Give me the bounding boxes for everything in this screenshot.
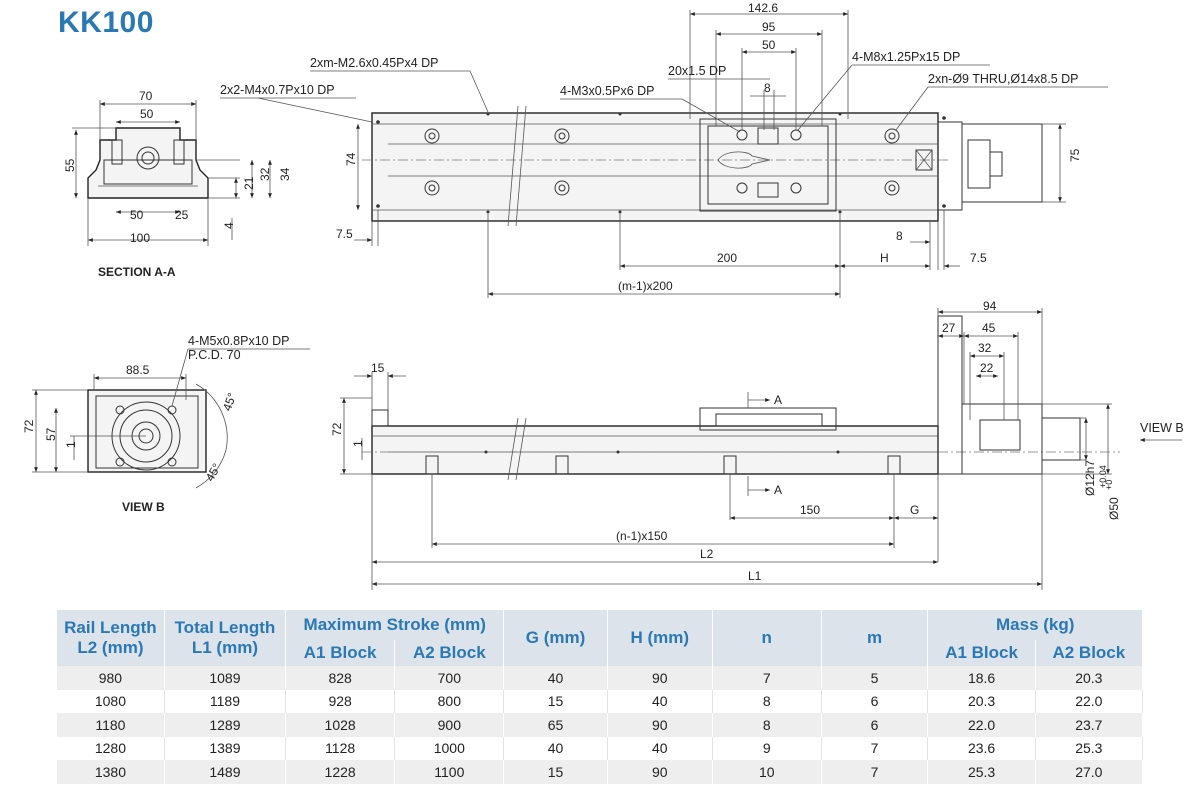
col-max-stroke: Maximum Stroke (mm) <box>285 610 505 640</box>
note-9-thru: 2xn-Ø9 THRU,Ø14x8.5 DP <box>928 72 1079 86</box>
dim-top-8: 8 <box>764 81 771 95</box>
dim-top-74: 74 <box>344 152 358 166</box>
section-a-bottom-mark: A <box>774 483 782 497</box>
dim-side-72: 72 <box>330 422 344 436</box>
technical-drawing: 70 50 55 21 32 34 50 25 100 4 SECTION A-… <box>22 1 1184 590</box>
dim-section-70: 70 <box>139 89 153 103</box>
dim-section-25: 25 <box>175 208 189 222</box>
col-stroke-a2: A2 Block <box>394 640 505 666</box>
dim-section-50-bottom: 50 <box>130 208 144 222</box>
col-m: m <box>821 610 929 666</box>
dim-side-l1: L1 <box>748 569 762 583</box>
dim-side-phi12: Ø12h7 <box>1083 460 1097 496</box>
top-view: 142.6 95 50 8 20x1.5 DP 4-M3x0.5Px6 DP 4… <box>310 1 1108 298</box>
dim-section-21: 21 <box>242 176 256 190</box>
section-a-a-label: SECTION A-A <box>98 265 176 279</box>
dim-section-34: 34 <box>278 167 292 181</box>
col-stroke-a1: A1 Block <box>285 640 396 666</box>
note-m5-tap: 4-M5x0.8Px10 DP <box>188 334 289 348</box>
dim-viewb-45-top: 45° <box>220 391 239 413</box>
dim-top-75: 75 <box>1068 148 1082 162</box>
dim-side-1: 1 <box>351 440 365 447</box>
dim-side-150: 150 <box>800 503 820 517</box>
dim-side-g: G <box>910 503 919 517</box>
dim-side-15: 15 <box>371 361 385 375</box>
note-20x1-5: 20x1.5 DP <box>668 64 726 78</box>
dim-side-tol-lower: +0 <box>1104 480 1114 490</box>
note-m8-tap: 4-M8x1.25Px15 DP <box>852 50 960 64</box>
dim-top-95: 95 <box>762 20 776 34</box>
section-a-top-mark: A <box>774 393 782 407</box>
section-a-a-view: 70 50 55 21 32 34 50 25 100 4 SECTION A-… <box>63 83 373 279</box>
dim-top-50: 50 <box>762 38 776 52</box>
note-m2-6-tap: 2xm-M2.6x0.45Px4 DP <box>310 56 439 70</box>
dim-section-100: 100 <box>130 231 150 245</box>
dim-section-4: 4 <box>222 222 236 229</box>
col-n: n <box>712 610 822 666</box>
dim-top-7-5-right: 7.5 <box>970 251 987 265</box>
col-g: G (mm) <box>503 610 608 666</box>
dim-top-200: 200 <box>717 251 737 265</box>
product-title: KK100 <box>58 6 154 39</box>
dim-side-32: 32 <box>978 341 992 355</box>
dim-side-phi50: Ø50 <box>1107 497 1121 520</box>
view-b: 88.5 72 57 1 4-M5x0.8Px10 DP P.C.D. 70 4… <box>22 334 310 514</box>
dim-side-94: 94 <box>983 299 997 313</box>
dim-section-50-top: 50 <box>140 107 154 121</box>
dim-viewb-1: 1 <box>64 441 78 448</box>
col-h: H (mm) <box>607 610 713 666</box>
dim-side-tol-upper: +0.04 <box>1098 465 1108 488</box>
dim-top-7-5-left: 7.5 <box>336 227 353 241</box>
dim-side-45: 45 <box>982 321 996 335</box>
dim-side-27: 27 <box>942 321 956 335</box>
dim-side-l2: L2 <box>700 547 714 561</box>
dim-top-142-6: 142.6 <box>748 1 778 15</box>
dim-section-55: 55 <box>63 158 77 172</box>
side-view: 94 27 45 32 22 15 72 1 A A VIEW B Ø12h7 … <box>330 299 1184 590</box>
view-b-label: VIEW B <box>122 500 165 514</box>
view-b-arrow-label: VIEW B <box>1140 421 1184 435</box>
dim-viewb-72: 72 <box>22 419 36 433</box>
col-mass-a2: A2 Block <box>1035 640 1144 666</box>
dim-viewb-57: 57 <box>44 427 58 441</box>
dim-side-22: 22 <box>980 361 994 375</box>
dim-top-h: H <box>880 251 889 265</box>
dim-viewb-88-5: 88.5 <box>126 363 150 377</box>
col-mass-a1: A1 Block <box>927 640 1036 666</box>
col-mass: Mass (kg) <box>927 610 1143 640</box>
note-m4-tap: 2x2-M4x0.7Px10 DP <box>220 83 335 97</box>
note-pcd: P.C.D. 70 <box>188 348 241 362</box>
dim-top-8: 8 <box>896 229 903 243</box>
note-m3-tap: 4-M3x0.5Px6 DP <box>560 84 654 98</box>
dim-top-m-200: (m-1)x200 <box>618 279 673 293</box>
dim-side-n-150: (n-1)x150 <box>616 529 668 543</box>
dim-section-32: 32 <box>258 167 272 181</box>
